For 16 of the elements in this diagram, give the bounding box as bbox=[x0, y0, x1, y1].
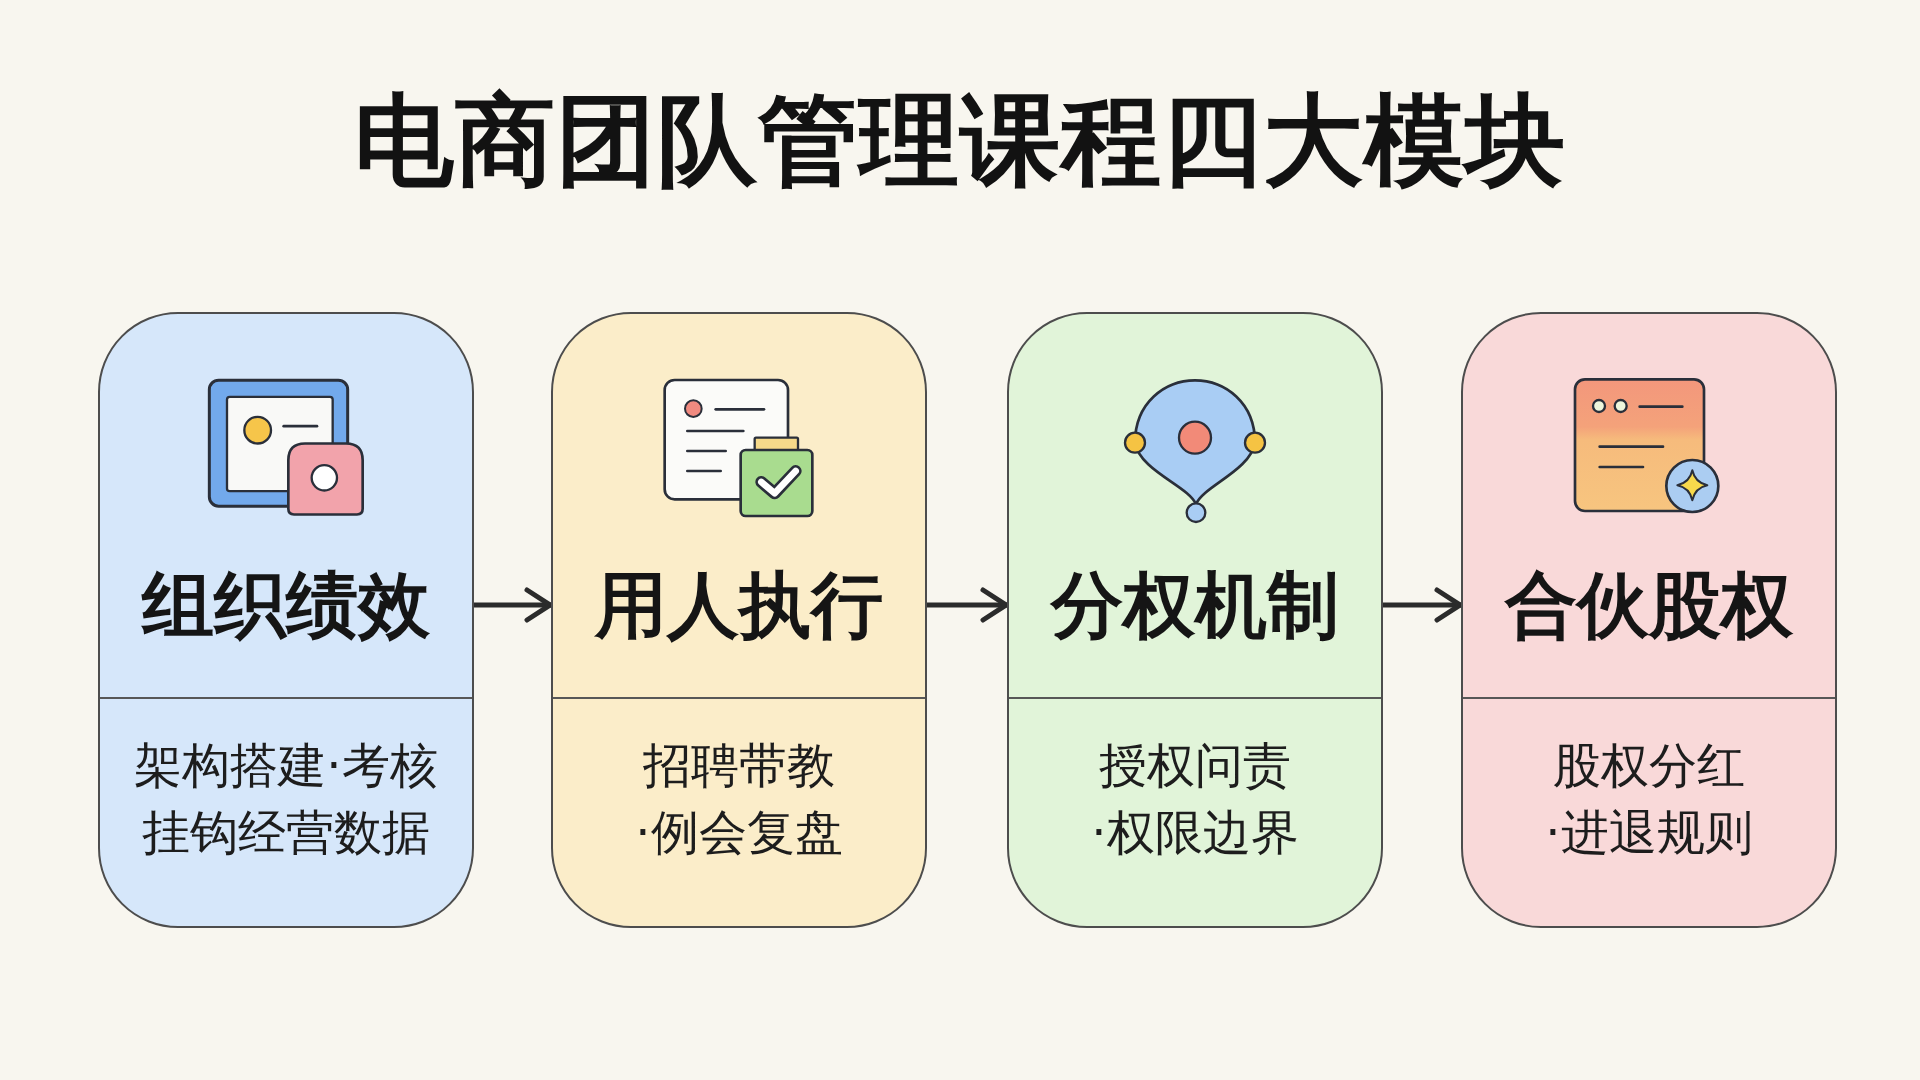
card-text: 招聘带教·例会复盘 bbox=[635, 736, 843, 862]
card-text: 架构搭建·考核挂钩经营数据 bbox=[134, 736, 438, 862]
arrow bbox=[927, 587, 1009, 623]
module-card bbox=[551, 312, 927, 928]
card-text: 股权分红·进退规则 bbox=[1545, 736, 1753, 862]
title: 电商团队管理课程四大模块 bbox=[354, 81, 1566, 201]
card-heading: 分权机制 bbox=[1051, 562, 1339, 649]
module-card bbox=[1461, 312, 1837, 928]
card-text: 授权问责·权限边界 bbox=[1091, 736, 1299, 862]
module-card bbox=[98, 312, 474, 928]
card-heading: 组织绩效 bbox=[142, 562, 430, 649]
card-heading: 合伙股权 bbox=[1505, 562, 1793, 649]
module-card bbox=[1007, 312, 1383, 928]
arrow bbox=[1383, 587, 1463, 623]
card-heading: 用人执行 bbox=[595, 562, 883, 649]
arrow bbox=[474, 587, 553, 623]
